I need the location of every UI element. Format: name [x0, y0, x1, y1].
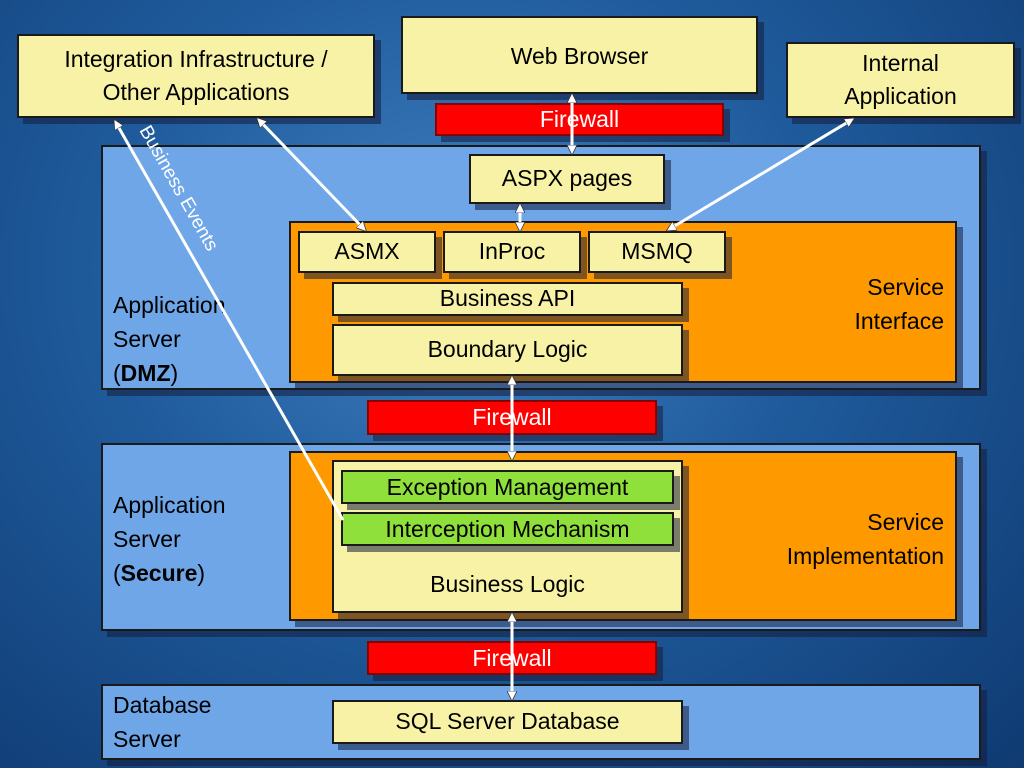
internal-app-line-1: Internal — [862, 49, 939, 76]
secure-label-bold: Secure — [120, 560, 198, 586]
database-label-line-1: Database — [113, 692, 212, 718]
interception-mechanism-label: Interception Mechanism — [385, 515, 630, 542]
internal-app-line-2: Application — [844, 83, 957, 109]
service-implementation-line-2: Implementation — [786, 543, 944, 569]
integration-to-asmx-arrow — [258, 119, 365, 230]
integration-line-1: Integration Infrastructure / — [64, 45, 328, 72]
secure-label-line-2: Server — [113, 526, 181, 552]
dmz-label-line-3: (DMZ) — [113, 360, 179, 386]
database-label-line-2: Server — [113, 726, 181, 752]
secure-label-line-1: Application — [113, 492, 226, 518]
secure-label-line-3: (Secure) — [113, 560, 206, 586]
service-interface-line-1: Service — [867, 274, 944, 300]
sql-server-database-label: SQL Server Database — [395, 708, 620, 735]
msmq-label: MSMQ — [621, 238, 693, 265]
dmz-zone-label: Application Server (DMZ) — [113, 288, 226, 390]
dmz-label-bold: DMZ — [120, 360, 171, 386]
sql-server-database-box: SQL Server Database — [332, 700, 683, 744]
integration-infrastructure-box: Integration Infrastructure / Other Appli… — [17, 34, 375, 118]
database-server-zone — [101, 684, 981, 760]
business-api-box: Business API — [332, 282, 683, 316]
business-events-arrow — [115, 121, 345, 521]
internal-app-to-msmq-arrow — [668, 119, 853, 230]
exception-management-label: Exception Management — [386, 473, 629, 500]
service-interface-line-2: Interface — [854, 308, 945, 334]
interception-mechanism-box: Interception Mechanism — [341, 512, 674, 546]
aspx-pages-box: ASPX pages — [469, 154, 665, 204]
asmx-label: ASMX — [334, 238, 400, 265]
firewall-top-label: Firewall — [539, 106, 620, 132]
business-api-label: Business API — [439, 285, 576, 312]
aspx-pages-label: ASPX pages — [501, 165, 633, 192]
web-browser-box: Web Browser — [401, 16, 758, 94]
dmz-label-line-2: Server — [113, 326, 181, 352]
service-interface-label: Service Interface — [780, 270, 945, 338]
integration-line-2: Other Applications — [102, 79, 290, 105]
msmq-box: MSMQ — [588, 231, 726, 273]
internal-application-box: Internal Application — [786, 42, 1015, 118]
business-logic-label: Business Logic — [430, 570, 585, 597]
inproc-box: InProc — [443, 231, 581, 273]
service-implementation-line-1: Service — [867, 509, 944, 535]
boundary-logic-box: Boundary Logic — [332, 324, 683, 376]
dmz-label-line-1: Application — [113, 292, 226, 318]
inproc-label: InProc — [478, 238, 546, 265]
exception-management-box: Exception Management — [341, 470, 674, 504]
service-implementation-label: Service Implementation — [740, 505, 944, 573]
database-zone-label: Database Server — [113, 688, 211, 756]
web-browser-label: Web Browser — [510, 43, 649, 69]
secure-zone-label: Application Server (Secure) — [113, 488, 226, 590]
boundary-logic-label: Boundary Logic — [427, 336, 588, 363]
